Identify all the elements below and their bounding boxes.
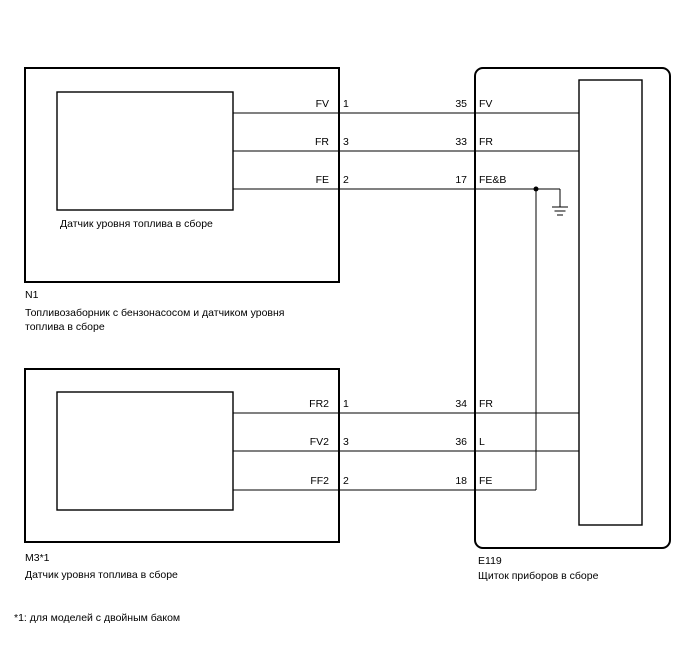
e119-id: E119: [478, 555, 502, 567]
component-n1: Датчик уровня топлива в сборе: [24, 67, 340, 283]
n1-pin-name: FE: [316, 174, 329, 186]
e119-pin-num: 34: [455, 398, 467, 410]
n1-caption-line2: топлива в сборе: [25, 321, 105, 333]
m3-pin-name: FV2: [310, 436, 329, 448]
e119-pin-name: FR: [479, 398, 493, 410]
e119-pin-name: FE&B: [479, 174, 506, 186]
m3-id: M3*1: [25, 552, 50, 564]
component-e119: [474, 67, 671, 549]
component-m3: [24, 368, 340, 543]
m3-caption: Датчик уровня топлива в сборе: [25, 569, 178, 581]
n1-pin-name: FR: [315, 136, 329, 148]
e119-pin-num: 33: [455, 136, 467, 148]
footnote: *1: для моделей с двойным баком: [14, 612, 180, 624]
e119-pin-name: FE: [479, 475, 492, 487]
e119-meter-box: [578, 79, 643, 526]
n1-pin-num: 1: [343, 98, 349, 110]
m3-sensor-box: [56, 391, 234, 511]
n1-pin-num: 2: [343, 174, 349, 186]
m3-pin-name: FF2: [310, 475, 329, 487]
e119-pin-num: 17: [455, 174, 467, 186]
n1-outer-box: [24, 67, 340, 283]
n1-pin-name: FV: [316, 98, 329, 110]
e119-outer-box: [474, 67, 671, 549]
e119-pin-num: 36: [455, 436, 467, 448]
n1-sensor-label: Датчик уровня топлива в сборе: [60, 218, 213, 230]
e119-pin-name: L: [479, 436, 485, 448]
m3-outer-box: [24, 368, 340, 543]
e119-pin-num: 35: [455, 98, 467, 110]
m3-pin-num: 1: [343, 398, 349, 410]
n1-pin-num: 3: [343, 136, 349, 148]
m3-pin-num: 2: [343, 475, 349, 487]
e119-pin-name: FR: [479, 136, 493, 148]
n1-caption-line1: Топливозаборник с бензонасосом и датчико…: [25, 307, 284, 319]
e119-caption: Щиток приборов в сборе: [478, 570, 599, 582]
n1-id: N1: [25, 289, 39, 301]
e119-pin-name: FV: [479, 98, 492, 110]
n1-sensor-box: [56, 91, 234, 211]
ground-icon: [552, 189, 568, 216]
junction-dot: [533, 186, 539, 192]
e119-pin-num: 18: [455, 475, 467, 487]
m3-pin-name: FR2: [309, 398, 329, 410]
m3-pin-num: 3: [343, 436, 349, 448]
